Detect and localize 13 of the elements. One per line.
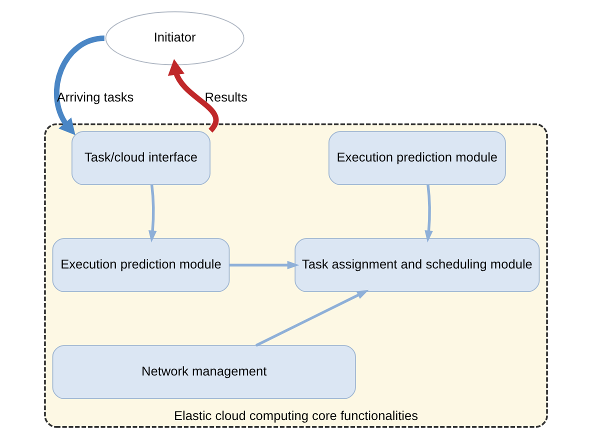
edge-label: Results: [204, 90, 248, 105]
arrow: [255, 290, 369, 347]
arrow: [229, 260, 300, 270]
node-box: Network management: [52, 345, 356, 400]
node-box: Task assignment and scheduling module: [294, 238, 540, 292]
node-box: Execution prediction module: [52, 238, 230, 292]
node-box: Task/cloud interface: [72, 131, 210, 186]
arrow: [54, 36, 105, 136]
node-box: Execution prediction module: [328, 131, 506, 186]
arrow: [148, 184, 157, 242]
node-ellipse: Initiator: [105, 11, 244, 66]
arrow: [424, 184, 433, 242]
arrow: [168, 58, 219, 132]
